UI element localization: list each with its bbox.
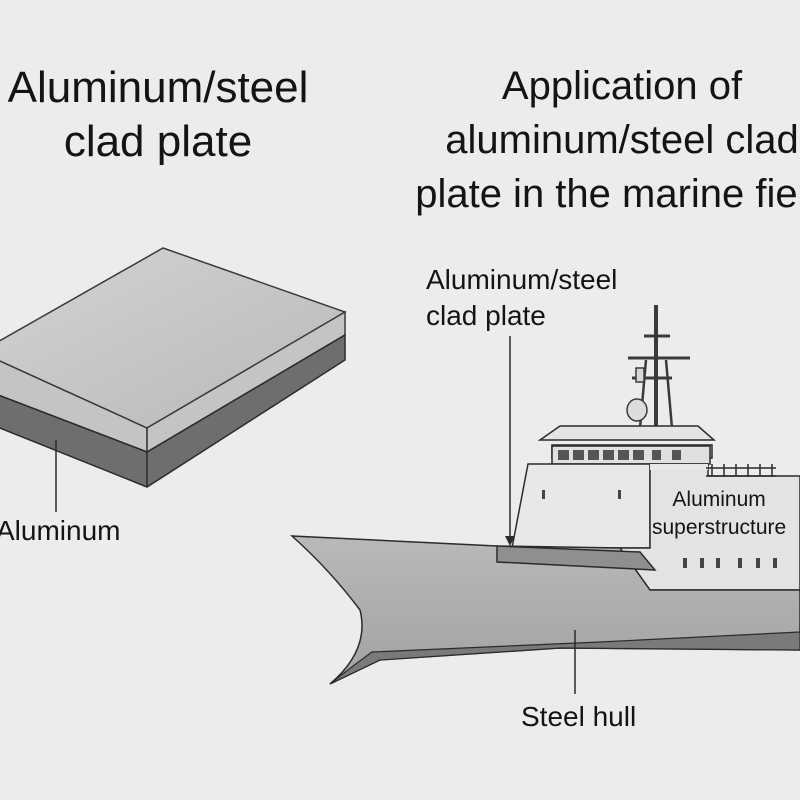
application-title-line-2: aluminum/steel clad [445,118,799,162]
clad-plate-label: Aluminum/steel clad plate [426,262,617,334]
application-title: Application of aluminum/steel clad plate… [402,59,800,221]
plate-title-line-2: clad plate [63,117,253,166]
ship-illustration [289,305,800,685]
application-title-line-3: plate in the marine field [415,172,800,216]
steel-hull-label: Steel hull [521,701,637,732]
aluminum-superstructure [511,425,800,591]
plate-title-line-1: Aluminum/steel [7,63,309,112]
superstructure-label: Aluminum superstructure [652,486,786,542]
superstructure-label-line-2: superstructure [652,516,787,539]
clad-plate-leader-arrow [505,536,515,546]
superstructure-label-line-1: Aluminum [672,488,766,511]
clad-plate-illustration [0,247,347,488]
clad-plate-label-line-1: Aluminum/steel [426,264,618,295]
aluminum-label: Aluminum [0,515,121,546]
clad-plate-label-line-2: clad plate [426,300,546,331]
steel-hull [289,535,800,685]
plate-title: Aluminum/steel clad plate [0,61,328,169]
application-title-line-1: Application of [501,64,743,108]
